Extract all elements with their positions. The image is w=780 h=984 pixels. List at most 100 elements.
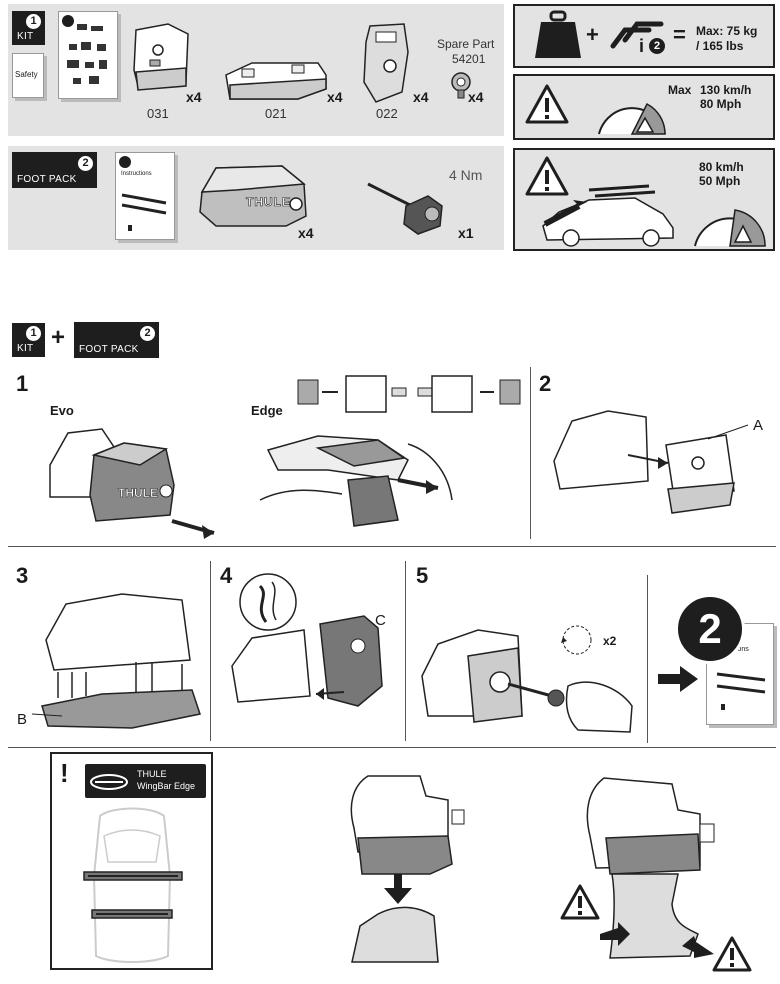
max-load-kg: Max: 75 kg bbox=[696, 24, 758, 38]
part-031-qty: x4 bbox=[186, 89, 202, 105]
step-1-edge-removal-illustration bbox=[297, 375, 521, 413]
part-021-illustration bbox=[225, 62, 327, 100]
warning-triangle-icon bbox=[525, 84, 569, 124]
info-number: 2 bbox=[653, 40, 661, 52]
booklet-number-icon bbox=[119, 156, 131, 168]
warning-triangle-icon bbox=[525, 156, 569, 196]
torque-tool-illustration bbox=[367, 182, 443, 235]
foot-pack-badge: 2 FOOT PACK bbox=[12, 152, 97, 188]
combo-kit-label: KIT bbox=[17, 343, 34, 354]
wingbar-edge-icon bbox=[90, 774, 128, 790]
speed-kmh: 130 km/h bbox=[700, 83, 752, 97]
foot-pack-number: 2 bbox=[78, 156, 93, 171]
step-3-illustration bbox=[31, 593, 201, 729]
part-031-illustration bbox=[133, 23, 189, 91]
info-i-icon: i bbox=[639, 36, 645, 56]
combo-kit-number: 1 bbox=[26, 326, 41, 341]
evo-foot-brand: THULE bbox=[118, 486, 159, 501]
max-speed-box: Max 130 km/h 80 Mph bbox=[513, 74, 775, 140]
spare-part-qty: x4 bbox=[468, 89, 484, 105]
car-speed-box: 80 km/h 50 Mph bbox=[513, 148, 775, 251]
divider-step5-next bbox=[647, 575, 648, 743]
step-1-number: 1 bbox=[16, 371, 29, 396]
divider-step4-step5 bbox=[405, 561, 406, 741]
combo-foot-pack-label: FOOT PACK bbox=[79, 344, 139, 355]
divider-step3-step4 bbox=[210, 561, 211, 741]
booklet-parts-illustration bbox=[67, 24, 107, 84]
wingbar-illustration bbox=[121, 193, 167, 231]
part-021-qty: x4 bbox=[327, 89, 343, 105]
torque-value: 4 Nm bbox=[449, 167, 483, 183]
car-speed-kmh: 80 km/h bbox=[699, 160, 744, 174]
spare-part-number: 54201 bbox=[452, 52, 486, 66]
combo-plus-sign: + bbox=[51, 324, 66, 351]
divider-step1-step2 bbox=[530, 367, 531, 539]
combo-foot-pack-badge: 2 FOOT PACK bbox=[74, 322, 159, 358]
max-load-box: + i 2 = Max: 75 kg / 165 lbs bbox=[513, 4, 775, 68]
foot-pack-foot-illustration bbox=[199, 165, 307, 227]
combo-foot-pack-number: 2 bbox=[140, 326, 155, 341]
speed-max-label: Max bbox=[668, 83, 692, 97]
foot-brand-logo: THULE bbox=[246, 195, 291, 210]
roof-bar-icon bbox=[610, 21, 664, 49]
evo-label: Evo bbox=[50, 403, 74, 418]
speed-mph: 80 Mph bbox=[700, 97, 742, 111]
kit-label: KIT bbox=[17, 31, 34, 42]
step-1-evo-illustration bbox=[49, 428, 215, 539]
booklet-number-icon bbox=[62, 15, 74, 27]
big-step-2-number: 2 bbox=[698, 605, 722, 652]
edge-label: Edge bbox=[251, 403, 283, 418]
repeat-count: x2 bbox=[603, 634, 617, 648]
foot-pack-foot-qty: x4 bbox=[298, 225, 314, 241]
big-step-2-badge: 2 bbox=[675, 594, 745, 664]
spare-part-title: Spare Part bbox=[437, 37, 495, 51]
info-number-badge: 2 bbox=[649, 38, 665, 54]
safety-label: Safety bbox=[15, 70, 38, 79]
foot-fit-down-illustration bbox=[350, 775, 465, 963]
label-b: B bbox=[17, 711, 28, 728]
notice-product-line1: THULE bbox=[137, 769, 167, 779]
kit-number: 1 bbox=[26, 14, 41, 29]
warning-triangle-icon bbox=[712, 936, 752, 972]
car-with-roof-rack-icon bbox=[542, 184, 674, 247]
part-021-code: 021 bbox=[265, 106, 287, 121]
weight-icon bbox=[535, 10, 581, 58]
speedometer-icon bbox=[598, 102, 666, 135]
notice-exclamation: ! bbox=[60, 758, 69, 788]
notice-product-line2: WingBar Edge bbox=[137, 781, 196, 791]
car-top-view-illustration bbox=[83, 807, 183, 963]
spare-part-knob-illustration bbox=[451, 72, 471, 99]
safety-booklet: Safety bbox=[12, 53, 44, 98]
part-031-code: 031 bbox=[147, 106, 169, 121]
car-speed-mph: 50 Mph bbox=[699, 174, 741, 188]
kit-instructions-booklet bbox=[58, 11, 118, 99]
torque-tool-qty: x1 bbox=[458, 225, 474, 241]
part-022-code: 022 bbox=[376, 106, 398, 121]
foot-pack-instructions-booklet: Instructions bbox=[115, 152, 175, 240]
foot-pack-label: FOOT PACK bbox=[17, 174, 77, 185]
next-step-arrow-icon bbox=[658, 666, 698, 692]
divider-row-2 bbox=[8, 747, 776, 748]
step-4-illustration bbox=[231, 573, 383, 707]
part-022-illustration bbox=[363, 23, 409, 103]
label-a: A bbox=[753, 417, 764, 434]
speedometer-icon bbox=[694, 209, 766, 247]
divider-row-1 bbox=[8, 546, 776, 547]
warning-triangle-icon bbox=[560, 884, 600, 920]
combo-kit-badge: 1 KIT bbox=[12, 323, 45, 357]
foot-pack-instructions-label: Instructions bbox=[121, 171, 152, 177]
step-3-number: 3 bbox=[16, 563, 29, 588]
equals-sign: = bbox=[673, 22, 686, 47]
part-022-qty: x4 bbox=[413, 89, 429, 105]
step-5-number: 5 bbox=[416, 563, 429, 588]
wingbar-illustration bbox=[716, 672, 766, 710]
step-4-number: 4 bbox=[220, 563, 233, 588]
label-c: C bbox=[375, 612, 386, 629]
max-load-lbs: / 165 lbs bbox=[696, 39, 744, 53]
kit-badge: 1 KIT bbox=[12, 11, 45, 45]
step-2-number: 2 bbox=[539, 371, 552, 396]
step-1-edge-hands-illustration bbox=[259, 435, 453, 527]
foot-fit-clamp-illustration bbox=[560, 777, 752, 972]
rotate-indicator-icon bbox=[561, 625, 592, 655]
plus-sign: + bbox=[586, 22, 599, 47]
